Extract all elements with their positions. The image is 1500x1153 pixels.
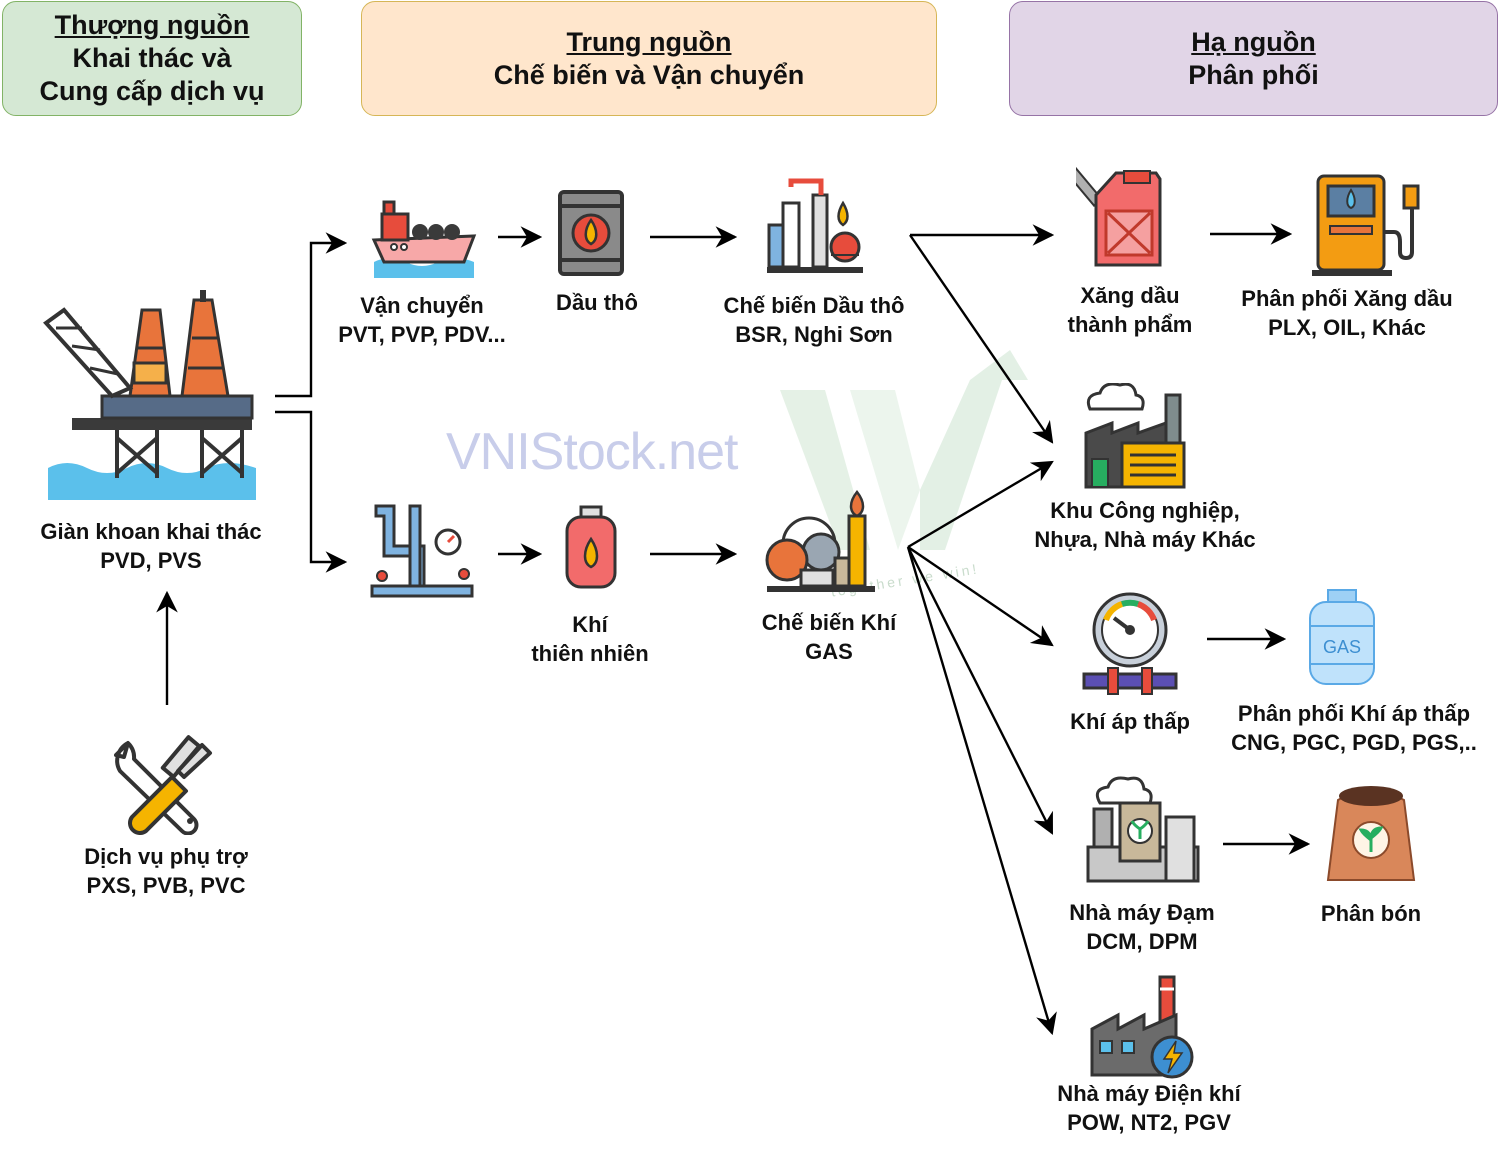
downstream-header: Hạ nguồn Phân phối <box>1009 1 1498 116</box>
watermark-logo-icon <box>780 350 1028 550</box>
arrow-gasproc-to-power <box>906 546 1057 1036</box>
arrow-gasproc-to-industry <box>907 460 1054 549</box>
fuel-label-line2: thành phẩm <box>1067 312 1193 338</box>
fueldist-label: Phân phối Xăng dầu PLX, OIL, Khác <box>1241 284 1452 342</box>
fertilizer-label: Phân bón <box>1321 899 1421 928</box>
arrow-refinery-to-industry <box>909 234 1054 444</box>
midstream-header: Trung nguồn Chế biến và Vận chuyển <box>361 1 937 116</box>
pressure-gauge-icon <box>1082 592 1178 695</box>
upstream-subtitle-1: Khai thác và <box>72 43 232 74</box>
refinery-label-line1: Chế biến Dầu thô <box>723 293 905 318</box>
fertplant-label-line1: Nhà máy Đạm <box>1069 900 1215 925</box>
arrow-gasproc-to-lpg <box>907 546 1054 647</box>
gas-plant-icon <box>765 490 875 592</box>
fueldist-label-line2: PLX, OIL, Khác <box>1268 315 1426 341</box>
arrow-gasproc-to-fertplant <box>906 546 1054 835</box>
services-label-line1: Dịch vụ phụ trợ <box>84 844 248 869</box>
lpg-label-line1: Khí áp thấp <box>1070 709 1190 734</box>
power-label: Nhà máy Điện khí POW, NT2, PGV <box>1057 1079 1240 1137</box>
oil-barrel-icon <box>558 190 624 276</box>
fertplant-label: Nhà máy Đạm DCM, DPM <box>1069 898 1215 956</box>
crude-label-line1: Dầu thô <box>556 290 638 315</box>
fuel-label: Xăng dầu thành phẩm <box>1068 281 1193 339</box>
fertilizer-plant-icon <box>1086 776 1200 883</box>
gas-pipeline-icon <box>370 504 474 598</box>
power-plant-icon <box>1090 975 1194 1079</box>
lpgdist-label: Phân phối Khí áp thấp CNG, PGC, PGD, PGS… <box>1231 699 1477 757</box>
downstream-subtitle: Phân phối <box>1188 59 1319 90</box>
refinery-label-line2: BSR, Nghi Sơn <box>735 322 893 348</box>
lpg-label: Khí áp thấp <box>1070 707 1190 736</box>
downstream-title: Hạ nguồn <box>1191 26 1316 57</box>
upstream-header: Thượng nguồn Khai thác và Cung cấp dịch … <box>2 1 302 116</box>
tanker-ship-icon <box>371 200 477 278</box>
fertilizer-label-line1: Phân bón <box>1320 901 1422 926</box>
services-label-line2: PXS, PVB, PVC <box>86 873 246 899</box>
gasproc-label: Chế biến Khí GAS <box>762 608 896 666</box>
rig-label-line2: PVD, PVS <box>100 548 202 574</box>
power-label-line2: POW, NT2, PGV <box>1067 1110 1231 1136</box>
oil-rig-icon <box>43 290 256 500</box>
watermark-text: VNIStock.net <box>446 423 738 481</box>
refinery-icon <box>767 178 863 273</box>
natgas-label-line1: Khí <box>572 612 608 637</box>
services-label: Dịch vụ phụ trợ PXS, PVB, PVC <box>84 842 248 900</box>
industry-label-line1: Khu Công nghiệp, <box>1050 498 1240 523</box>
lpgdist-label-line2: CNG, PGC, PGD, PGS,.. <box>1231 730 1477 756</box>
rig-label: Giàn khoan khai thác PVD, PVS <box>40 517 261 575</box>
rig-label-line1: Giàn khoan khai thác <box>40 519 262 544</box>
factory-icon <box>1084 383 1186 489</box>
shipping-label: Vận chuyển PVT, PVP, PDV... <box>338 291 506 349</box>
natgas-label: Khí thiên nhiên <box>531 610 648 668</box>
refinery-label: Chế biến Dầu thô BSR, Nghi Sơn <box>724 291 905 349</box>
fertplant-label-line2: DCM, DPM <box>1086 929 1198 955</box>
fertilizer-sack-icon <box>1326 786 1416 881</box>
lpgdist-label-line1: Phân phối Khí áp thấp <box>1237 701 1471 726</box>
industry-label: Khu Công nghiệp, Nhựa, Nhà máy Khác <box>1034 496 1255 554</box>
tools-icon <box>114 735 212 835</box>
gas-tank-label: GAS <box>1323 637 1361 657</box>
arrow-rig-to-shipping <box>275 232 348 398</box>
upstream-subtitle-2: Cung cấp dịch vụ <box>39 75 265 106</box>
midstream-subtitle: Chế biến và Vận chuyển <box>493 59 805 90</box>
arrow-rig-to-pipeline <box>275 410 348 573</box>
gasproc-label-line1: Chế biến Khí <box>761 610 897 635</box>
fuel-label-line1: Xăng dầu <box>1080 283 1180 308</box>
gasproc-label-line2: GAS <box>805 639 853 665</box>
gas-cylinder-icon <box>565 505 617 589</box>
crude-label: Dầu thô <box>556 288 638 317</box>
gas-tank-icon: GAS <box>1309 589 1375 685</box>
upstream-title: Thượng nguồn <box>54 10 250 41</box>
midstream-title: Trung nguồn <box>566 26 732 57</box>
power-label-line1: Nhà máy Điện khí <box>1057 1081 1241 1106</box>
natgas-label-line2: thiên nhiên <box>531 641 649 667</box>
shipping-label-line1: Vận chuyển <box>360 293 484 318</box>
fueldist-label-line1: Phân phối Xăng dầu <box>1241 286 1453 311</box>
shipping-label-line2: PVT, PVP, PDV... <box>338 322 506 348</box>
fuel-pump-icon <box>1312 174 1420 276</box>
industry-label-line2: Nhựa, Nhà máy Khác <box>1034 527 1256 553</box>
jerrycan-icon <box>1076 167 1162 267</box>
